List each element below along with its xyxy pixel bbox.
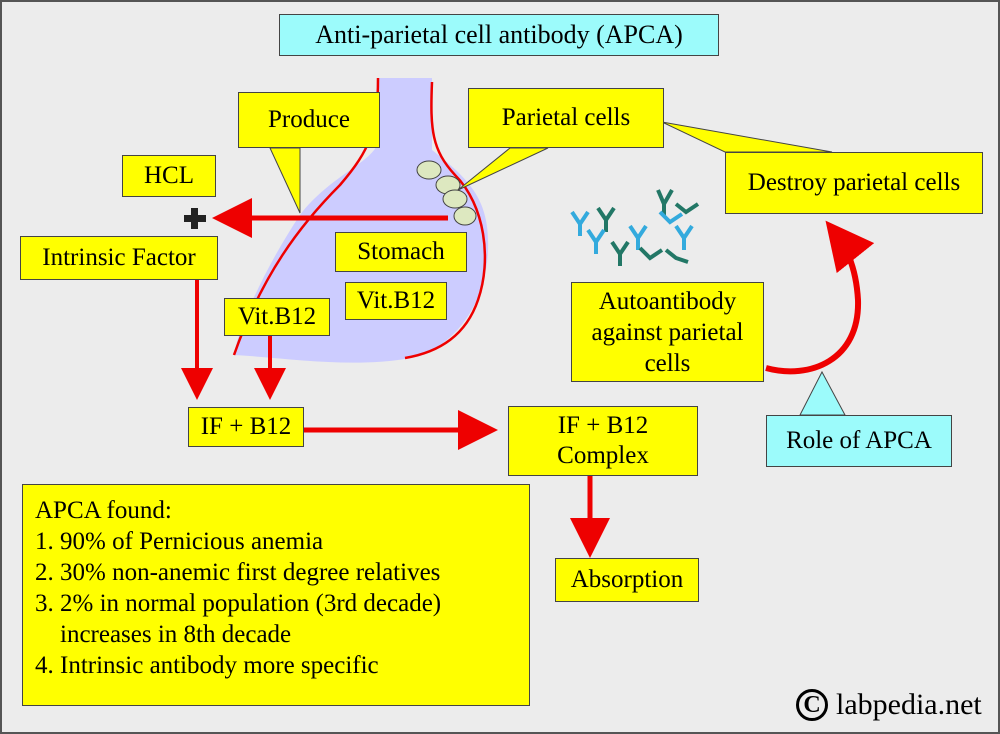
if-b12-complex-label: IF + B12 Complex — [508, 406, 698, 476]
arrow-curve-destroy — [765, 220, 875, 375]
parietal-callout-tail — [457, 147, 549, 191]
copyright-icon: C — [796, 689, 828, 721]
apca-found-heading: APCA found: — [35, 497, 172, 524]
stomach-outline-right — [404, 81, 487, 360]
antibody-icon — [570, 189, 700, 266]
parietal-cell-icon — [442, 189, 468, 209]
apca-found-list: APCA found: 1. 90% of Pernicious anemia … — [22, 484, 530, 706]
vit-b12-inside-label: Vit.B12 — [345, 282, 447, 320]
stomach-label: Stomach — [335, 232, 467, 272]
produce-callout-tail — [269, 147, 301, 214]
apca-found-item: 2. 30% non-anemic first degree relatives — [35, 559, 441, 586]
apca-found-item: increases in 8th decade — [60, 621, 292, 648]
copyright-notice: C labpedia.net — [796, 688, 982, 722]
autoantibody-label: Autoantibody against parietal cells — [571, 282, 764, 382]
vit-b12-outside-label: Vit.B12 — [224, 298, 330, 336]
plus-icon — [184, 208, 206, 229]
parietal-destroy-callout-tail — [661, 121, 833, 153]
apca-found-item: 1. 90% of Pernicious anemia — [35, 528, 324, 555]
autoantibody-line: Autoantibody — [598, 288, 737, 315]
role-of-apca-label: Role of APCA — [766, 415, 952, 467]
parietal-cell-icon — [416, 160, 442, 180]
page-title: Anti-parietal cell antibody (APCA) — [279, 14, 719, 56]
autoantibody-line: against parietal — [591, 319, 744, 346]
autoantibody-line: cells — [644, 350, 691, 377]
destroy-parietal-cells-label: Destroy parietal cells — [725, 152, 983, 214]
apca-found-item: 3. 2% in normal population (3rd decade) — [35, 590, 442, 617]
complex-line: IF + B12 — [557, 412, 649, 439]
intrinsic-factor-label: Intrinsic Factor — [20, 236, 218, 280]
parietal-cells-label: Parietal cells — [468, 88, 664, 148]
if-b12-label: IF + B12 — [188, 407, 304, 447]
hcl-label: HCL — [122, 155, 216, 197]
parietal-cell-icon — [453, 206, 477, 226]
copyright-site: labpedia.net — [836, 688, 982, 721]
produce-label: Produce — [238, 92, 380, 148]
absorption-label: Absorption — [555, 558, 699, 602]
role-callout-tail — [799, 370, 846, 416]
apca-found-item: 4. Intrinsic antibody more specific — [35, 652, 379, 679]
complex-line: Complex — [557, 442, 649, 469]
